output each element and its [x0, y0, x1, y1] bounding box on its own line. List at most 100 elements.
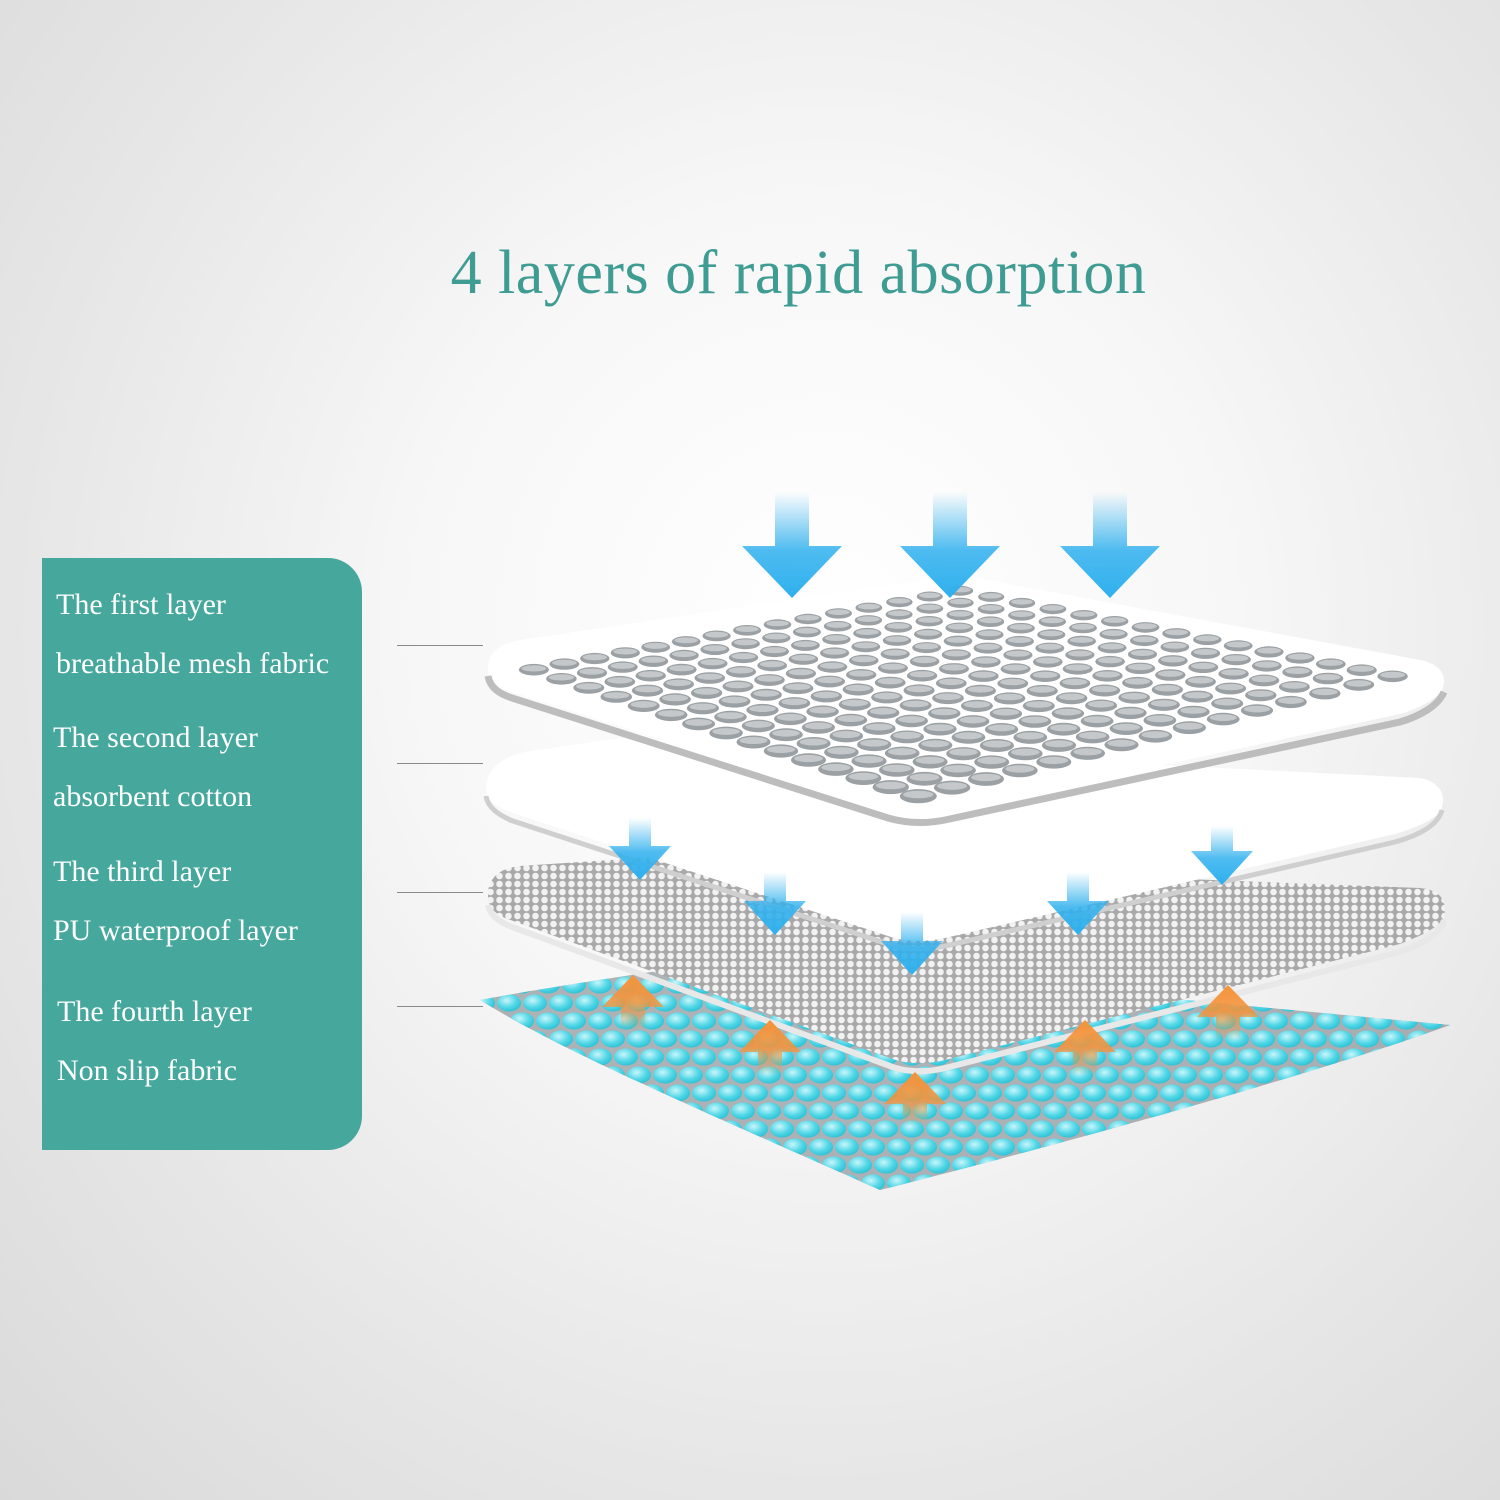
nonslip-dot [653, 994, 677, 1012]
arrow-down-icon [609, 818, 671, 880]
mesh-hole-highlight [865, 723, 893, 731]
nonslip-dot [770, 1084, 794, 1102]
mesh-hole-highlight [1180, 707, 1207, 714]
nonslip-dot [939, 1102, 963, 1120]
nonslip-dot [1303, 1030, 1327, 1048]
mesh-hole-highlight [817, 676, 843, 684]
nonslip-dot [1316, 976, 1340, 994]
mesh-hole-highlight [1103, 617, 1126, 623]
nonslip-dot [1316, 1120, 1340, 1138]
nonslip-dot [1446, 1012, 1450, 1030]
nonslip-dot [575, 1066, 599, 1084]
nonslip-dot [1355, 1138, 1379, 1156]
nonslip-dot [1160, 1048, 1184, 1066]
nonslip-dot [1069, 1102, 1093, 1120]
leader-line-1 [397, 645, 483, 646]
nonslip-dot [692, 1084, 716, 1102]
mesh-hole-highlight [1025, 701, 1053, 708]
mesh-hole-highlight [873, 692, 900, 700]
mesh-hole-highlight [914, 643, 939, 650]
nonslip-dot [653, 1030, 677, 1048]
nonslip-dot [549, 994, 573, 1012]
mesh-hole-highlight [762, 647, 787, 654]
mesh-hole-highlight [909, 773, 940, 781]
mesh-hole-highlight [970, 671, 996, 678]
nonslip-dot [1303, 1102, 1327, 1120]
mesh-hole-highlight [1112, 723, 1141, 731]
nonslip-dot [536, 1156, 560, 1174]
mesh-hole-highlight [875, 781, 906, 790]
mesh-hole-highlight [827, 747, 856, 755]
mesh-hole-highlight [877, 678, 903, 685]
arrow-down-icon [1191, 826, 1253, 885]
nonslip-dot [523, 994, 547, 1012]
nonslip-dot [562, 1012, 586, 1030]
mesh-hole-highlight [980, 593, 1002, 599]
nonslip-dot [1186, 1084, 1210, 1102]
nonslip-dot [601, 1030, 625, 1048]
nonslip-dot [1433, 1066, 1450, 1084]
nonslip-dot [1121, 1102, 1145, 1120]
leader-line-2 [397, 763, 483, 764]
nonslip-dot [536, 976, 560, 994]
mesh-hole-highlight [552, 659, 577, 666]
nonslip-dot [549, 1174, 573, 1190]
mesh-hole-highlight [1224, 655, 1249, 662]
mesh-hole-highlight [1127, 663, 1153, 671]
nonslip-dot [1277, 1066, 1301, 1084]
nonslip-dot [1030, 1120, 1054, 1138]
nonslip-dot [705, 1030, 729, 1048]
mesh-hole-highlight [1277, 697, 1304, 704]
nonslip-dot [1173, 1102, 1197, 1120]
mesh-hole-highlight [1083, 716, 1111, 723]
mesh-hole-highlight [845, 684, 871, 692]
nonslip-dot [1433, 994, 1450, 1012]
nonslip-dot [666, 1048, 690, 1066]
mesh-hole-highlight [980, 605, 1003, 611]
mesh-hole-highlight [1349, 665, 1375, 672]
mesh-hole-highlight [1041, 605, 1064, 611]
mesh-hole-highlight [837, 715, 865, 722]
nonslip-dot [718, 1156, 742, 1174]
nonslip-dot [523, 1030, 547, 1048]
nonslip-dot [1121, 1138, 1145, 1156]
nonslip-dot [1186, 1156, 1210, 1174]
nonslip-dot [1381, 994, 1405, 1012]
nonslip-dot [1329, 1030, 1353, 1048]
mesh-hole-highlight [638, 671, 664, 678]
mesh-hole-highlight [766, 620, 789, 627]
mesh-hole-highlight [1007, 637, 1032, 643]
nonslip-dot [497, 1174, 521, 1190]
nonslip-dot [900, 1156, 924, 1174]
mesh-hole-highlight [776, 713, 804, 721]
arrow-up-icon [1054, 1020, 1116, 1075]
arrow-up-icon [739, 1020, 801, 1075]
mesh-hole-highlight [685, 719, 713, 726]
mesh-hole-highlight [672, 651, 697, 658]
nonslip-dot [1277, 1102, 1301, 1120]
nonslip-dot [601, 1138, 625, 1156]
nonslip-dot [1199, 1102, 1223, 1120]
nonslip-dot [1381, 1066, 1405, 1084]
mesh-hole-highlight [804, 722, 833, 730]
mesh-hole-highlight [613, 648, 638, 655]
nonslip-dot [1147, 1138, 1171, 1156]
arrow-up-icon [602, 975, 664, 1030]
mesh-hole-highlight [959, 716, 987, 724]
nonslip-dot [809, 1102, 833, 1120]
nonslip-dot [510, 1120, 534, 1138]
mesh-hole-highlight [791, 654, 816, 661]
mesh-hole-highlight [903, 790, 934, 799]
nonslip-dot [614, 1156, 638, 1174]
nonslip-dot [913, 1138, 937, 1156]
nonslip-dot [1238, 1156, 1262, 1174]
absorption-arrows-middle [609, 818, 1253, 975]
nonslip-dot [1251, 1030, 1275, 1048]
nonslip-dot [497, 1066, 521, 1084]
nonslip-dot [991, 1066, 1015, 1084]
nonslip-dot [640, 1084, 664, 1102]
nonslip-dot [796, 1048, 820, 1066]
nonslip-dot [1290, 1012, 1314, 1030]
mesh-hole-highlight [967, 686, 994, 693]
mesh-hole-highlight [733, 639, 758, 646]
